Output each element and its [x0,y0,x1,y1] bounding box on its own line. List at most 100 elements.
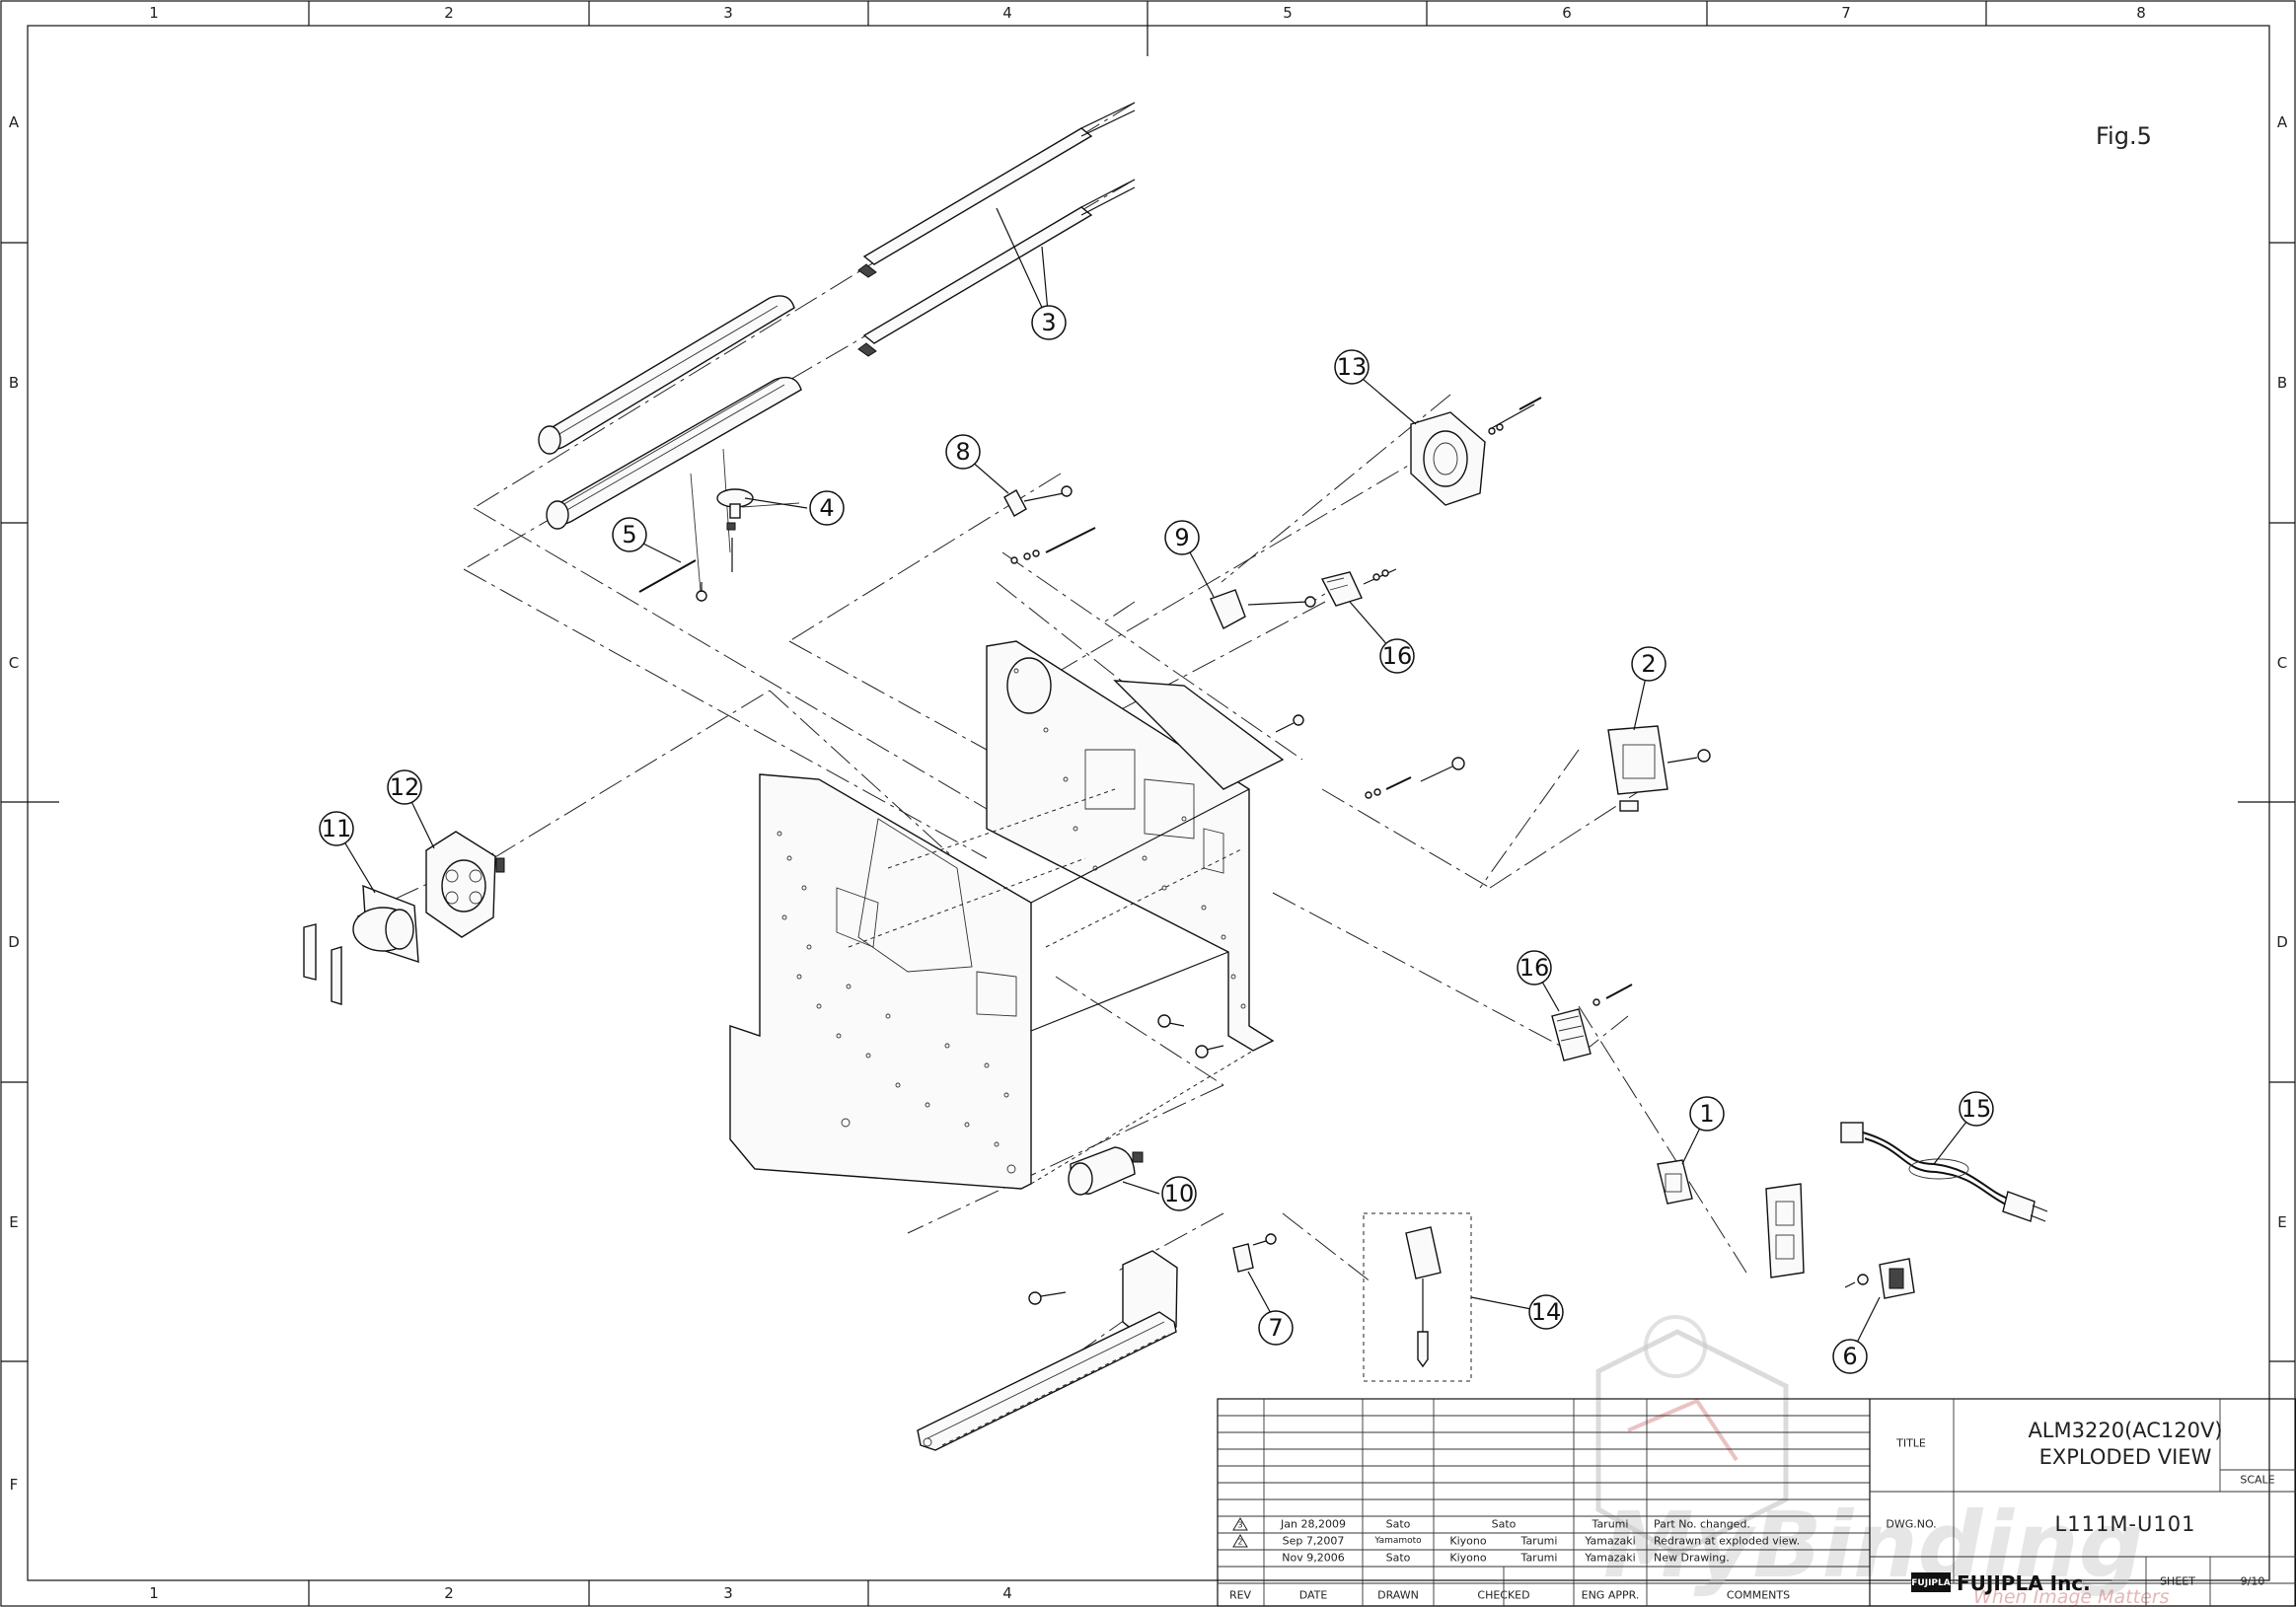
title-label: TITLE [1895,1437,1926,1450]
balloon-9: 9 [1164,520,1200,555]
zone-row-b: B [9,374,19,392]
title-block: 3 2 Jan 28,2009 Sato Sato Tarumi Part No… [1217,1398,2296,1607]
rev-3-comment: New Drawing. [1654,1552,1730,1565]
balloon-16-lower-number: 16 [1519,954,1550,982]
zone-row-b-right: B [2277,374,2287,392]
balloon-12: 12 [387,769,422,805]
part-11-motor [303,884,419,1005]
zone-row-f: F [10,1476,19,1494]
balloon-1-number: 1 [1699,1100,1714,1128]
rev-2-date: Sep 7,2007 [1283,1535,1345,1548]
zone-row-a: A [9,113,20,131]
part-1-power-inlet [1657,1159,1805,1278]
header-checked: CHECKED [1477,1589,1529,1602]
zone-col-8: 8 [2136,4,2146,22]
sheet-number: 9/10 [2241,1575,2265,1588]
balloon-7: 7 [1258,1310,1294,1346]
balloon-16-top: 16 [1379,638,1415,674]
balloon-9-number: 9 [1174,524,1189,551]
header-comments: COMMENTS [1727,1589,1790,1602]
watermark: MyBinding When Image Matters [1595,1315,2170,1607]
figure-label: Fig.5 [2096,122,2152,150]
balloon-16-lower: 16 [1517,950,1552,986]
rev-2-checked: Kiyono [1449,1535,1486,1548]
rev-2-checked-2: Tarumi [1520,1535,1558,1548]
rev-1-comment: Part No. changed. [1654,1518,1750,1531]
part-16-connector-top [1320,568,1397,607]
balloon-1: 1 [1689,1096,1725,1132]
balloon-15: 15 [1959,1091,1994,1127]
zone-col-2-bottom: 2 [444,1584,454,1602]
zone-col-5: 5 [1283,4,1293,22]
balloon-11: 11 [319,811,354,846]
zone-row-c: C [9,654,19,672]
balloon-16-top-number: 16 [1382,642,1413,670]
watermark-text: MyBinding [1603,1493,2143,1598]
balloon-2: 2 [1631,646,1666,682]
balloon-8: 8 [945,434,981,470]
zone-col-3: 3 [723,4,733,22]
zone-row-e: E [9,1213,18,1231]
bottom-rail-assembly [917,1250,1178,1451]
balloon-13-number: 13 [1337,353,1368,381]
zone-col-4: 4 [1002,4,1012,22]
sheet-label: SHEET [2160,1575,2195,1588]
balloon-14: 14 [1528,1294,1564,1330]
part-12-gearbox [425,831,505,938]
balloon-10-number: 10 [1164,1180,1195,1207]
chassis-screws [1157,714,1465,1059]
zone-row-d: D [8,933,20,951]
rev-1-number: 3 [1237,1521,1242,1530]
part-9-bracket [1210,589,1316,629]
company-logo [1911,1572,1951,1592]
rev-3-checked-2: Tarumi [1520,1552,1558,1565]
scale-label: SCALE [2240,1474,2274,1487]
balloon-5: 5 [612,517,647,552]
zone-col-1: 1 [149,4,159,22]
part-8-micro-switch [1003,485,1096,564]
rev-3-date: Nov 9,2006 [1282,1552,1344,1565]
balloon-10: 10 [1161,1176,1197,1211]
zone-row-c-right: C [2277,654,2287,672]
header-date: DATE [1299,1589,1328,1602]
drawing-title-line-2: EXPLODED VIEW [2039,1445,2212,1469]
part-5-sensor-lead [638,559,707,602]
part-7-small-switch [1232,1233,1277,1273]
rev-1-eng: Tarumi [1592,1518,1629,1531]
rev-1-date: Jan 28,2009 [1280,1518,1346,1531]
balloon-7-number: 7 [1268,1314,1283,1342]
part-15-power-cord [1840,1122,2048,1222]
balloon-4-number: 4 [819,494,834,522]
balloon-6: 6 [1832,1339,1868,1374]
zone-row-e-right: E [2277,1213,2286,1231]
main-chassis [729,640,1285,1190]
part-16-connector-lower [1551,984,1633,1061]
dwg-no: L111M-U101 [2055,1512,2196,1536]
balloon-5-number: 5 [622,521,636,548]
part-3-heater-strips [857,102,1136,357]
balloon-3: 3 [1031,305,1067,340]
balloon-11-number: 11 [322,815,352,842]
rev-1-checked: Sato [1492,1518,1517,1531]
header-eng-appr: ENG APPR. [1582,1589,1640,1602]
part-4-thermostat [716,488,800,572]
zone-col-4-bottom: 4 [1002,1584,1012,1602]
rev-3-checked: Kiyono [1449,1552,1486,1565]
zone-row-a-right: A [2277,113,2288,131]
header-rev: REV [1229,1589,1252,1602]
part-14-relay-sensor [1363,1212,1472,1382]
company-name: FUJIPLA Inc. [1957,1571,2091,1595]
zone-col-6: 6 [1562,4,1572,22]
zone-col-1-bottom: 1 [149,1584,159,1602]
company-logo-text: FUJIPLA [1911,1578,1950,1588]
zone-col-7: 7 [1841,4,1851,22]
rev-3-drawn: Sato [1386,1552,1411,1565]
rev-2-number: 2 [1237,1538,1242,1547]
balloon-2-number: 2 [1641,650,1656,678]
balloon-3-number: 3 [1041,309,1056,336]
part-13-fan [1410,397,1542,506]
zone-col-3-bottom: 3 [723,1584,733,1602]
part-6-rocker-switch [1844,1258,1915,1299]
rev-1-drawn: Sato [1386,1518,1411,1531]
